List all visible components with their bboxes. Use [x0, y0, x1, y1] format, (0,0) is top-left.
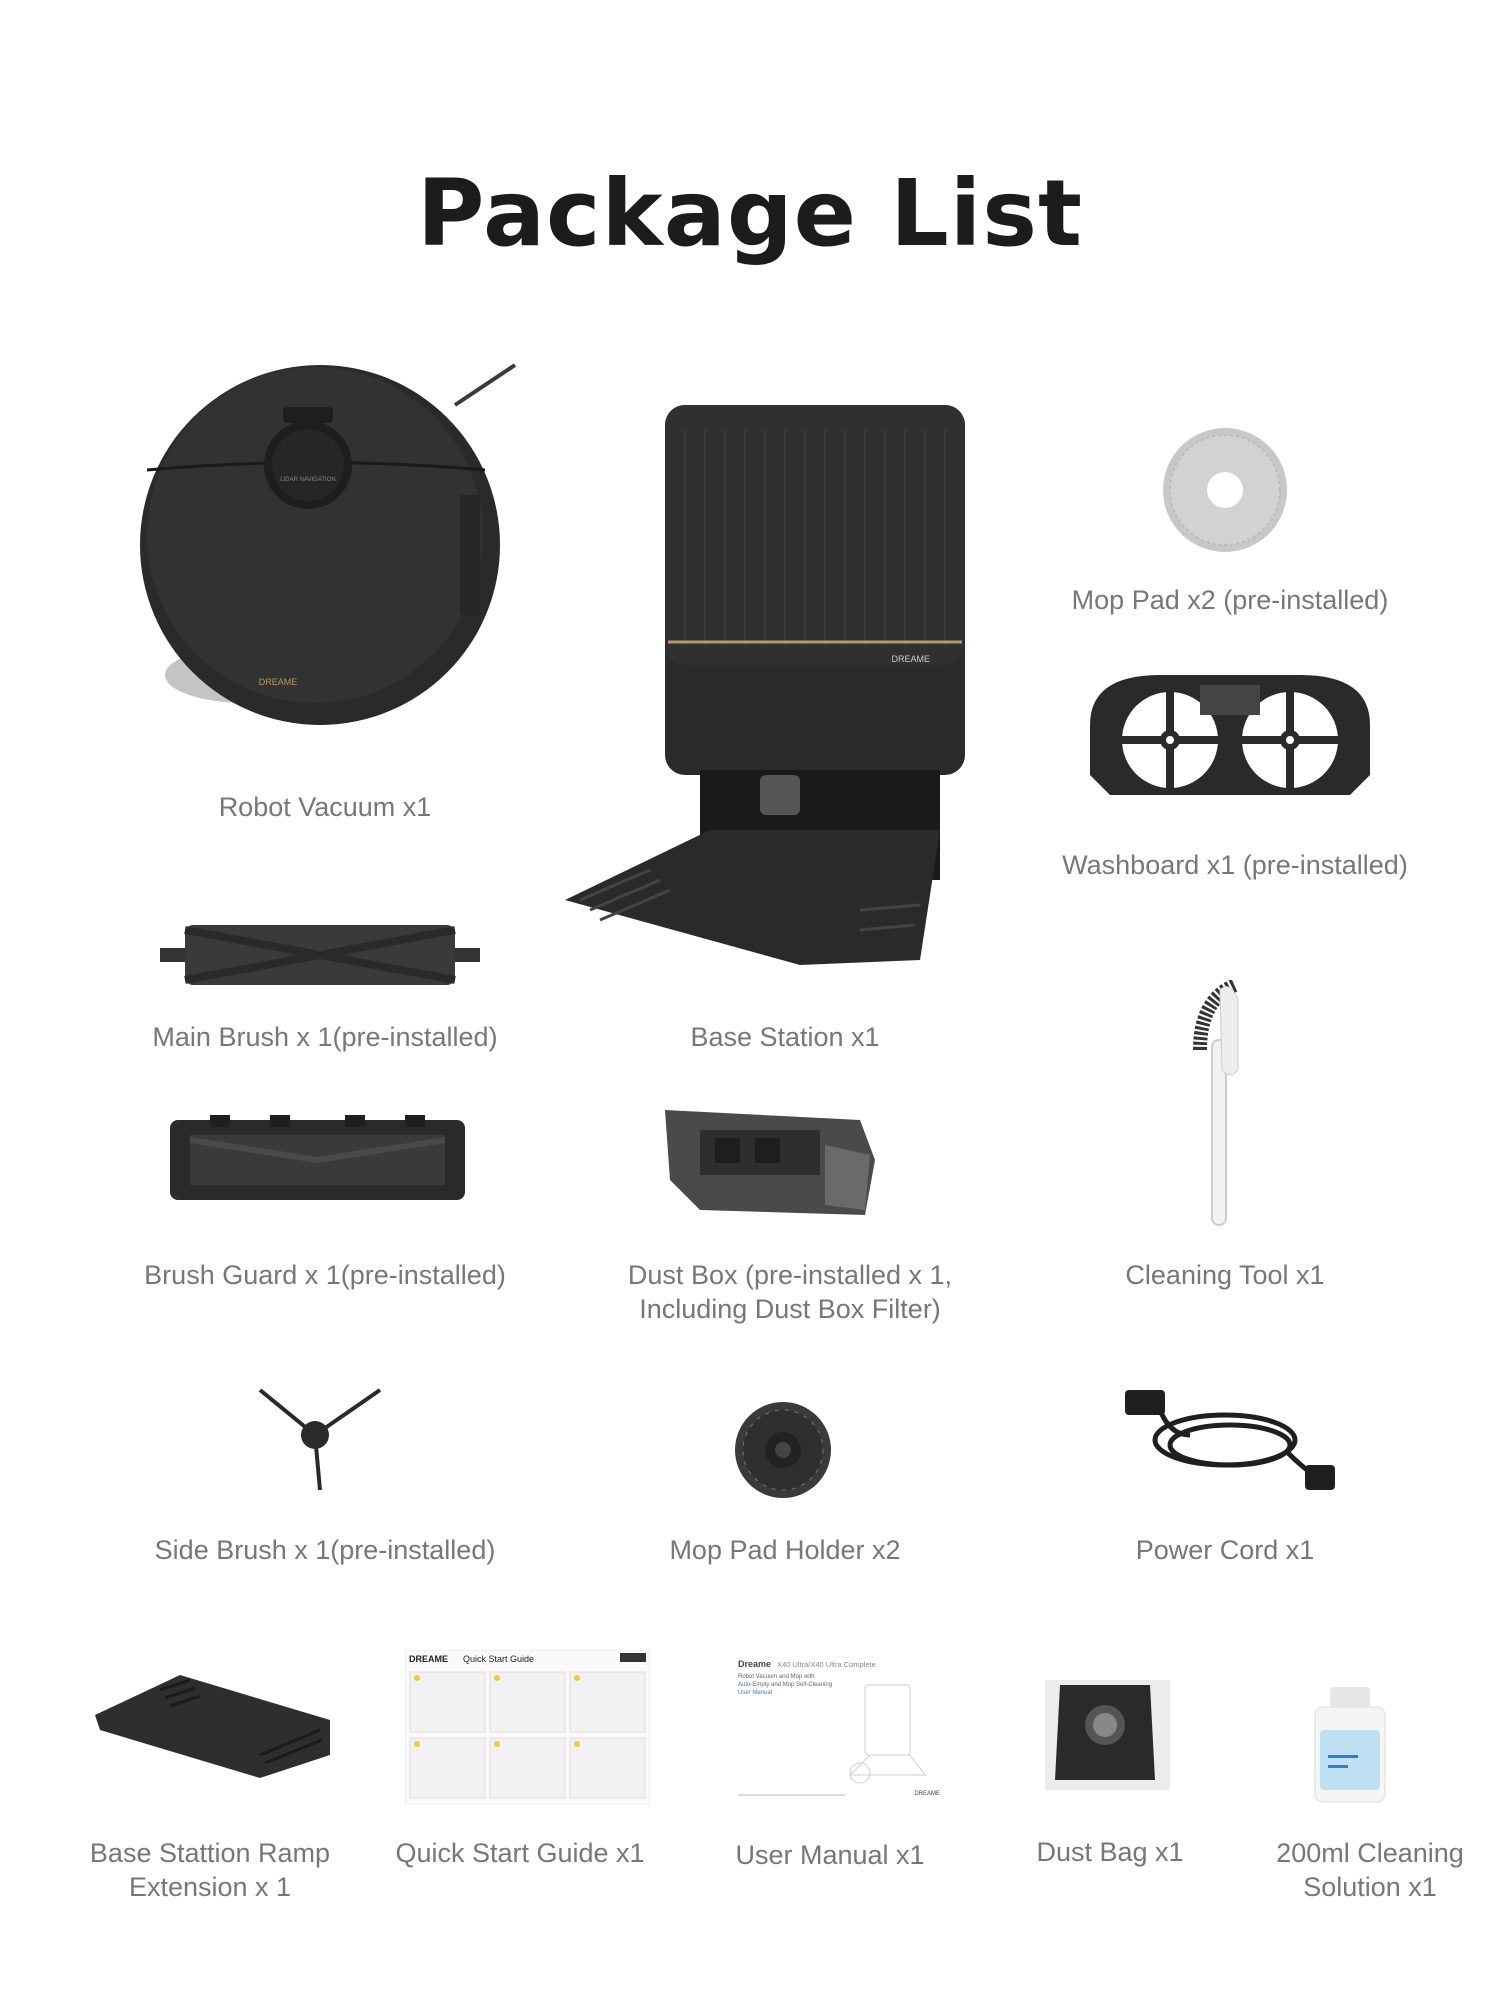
cleaning-tool-image [1190, 980, 1250, 1230]
base-station-label: Base Station x1 [690, 1022, 880, 1052]
dust-box-image [660, 1100, 880, 1220]
ramp-extension-image [90, 1670, 335, 1780]
main-brush-image [160, 920, 480, 990]
cleaning-solution-image [1310, 1685, 1390, 1805]
base-station-image: DREAME [560, 400, 980, 980]
page-title: Package List [416, 160, 1084, 267]
user-manual-image: Dreame X40 Ultra/X40 Ultra Complete Robo… [735, 1655, 945, 1800]
base-station-brand-mark: DREAME [891, 654, 930, 664]
vacuum-brand-mark: DREAME [259, 677, 298, 687]
mop-pad-label: Mop Pad x2 (pre-installed) [1071, 585, 1389, 615]
quick-start-guide-label: Quick Start Guide x1 [395, 1838, 645, 1868]
power-cord-image [1120, 1385, 1340, 1500]
guide-doc-title: Quick Start Guide [463, 1654, 534, 1664]
dust-bag-label: Dust Bag x1 [1036, 1837, 1184, 1867]
ramp-extension-label: Base Stattion Ramp Extension x 1 [89, 1838, 331, 1902]
washboard-label: Washboard x1 (pre-installed) [1062, 850, 1408, 880]
manual-footer-mark: DREAME [914, 1791, 940, 1797]
guide-brand-mark: DREAME [409, 1654, 448, 1664]
mop-pad-holder-label: Mop Pad Holder x2 [669, 1535, 901, 1565]
power-cord-label: Power Cord x1 [1135, 1535, 1315, 1565]
side-brush-label: Side Brush x 1(pre-installed) [154, 1535, 496, 1565]
quick-start-guide-image: DREAME Quick Start Guide [405, 1650, 650, 1805]
robot-vacuum-label: Robot Vacuum x1 [218, 792, 432, 822]
manual-subtitle-line3: User Manual [738, 1690, 772, 1696]
manual-brand-mark: Dreame [738, 1659, 771, 1669]
brush-guard-label: Brush Guard x 1(pre-installed) [144, 1260, 506, 1290]
main-brush-label: Main Brush x 1(pre-installed) [152, 1022, 498, 1052]
robot-vacuum-image: LIDAR NAVIGATION DREAME [65, 355, 575, 755]
side-brush-image [255, 1385, 385, 1495]
user-manual-label: User Manual x1 [735, 1840, 925, 1870]
manual-subtitle-line2: Auto-Empty and Mop Self-Cleaning [738, 1682, 832, 1688]
dust-bag-image [1045, 1680, 1170, 1790]
mop-pad-image [1160, 425, 1290, 555]
brush-guard-image [170, 1115, 465, 1205]
manual-subtitle-line1: Robot Vacuum and Mop with [738, 1674, 815, 1680]
cleaning-solution-label: 200ml Cleaning Solution x1 [1276, 1838, 1464, 1902]
washboard-image [1090, 665, 1370, 805]
vacuum-top-mark: LIDAR NAVIGATION [280, 477, 335, 483]
mop-pad-holder-image [733, 1400, 833, 1500]
dust-box-label: Dust Box (pre-installed x 1, Including D… [627, 1260, 953, 1324]
cleaning-tool-label: Cleaning Tool x1 [1125, 1260, 1325, 1290]
manual-doc-title: X40 Ultra/X40 Ultra Complete [777, 1660, 876, 1669]
